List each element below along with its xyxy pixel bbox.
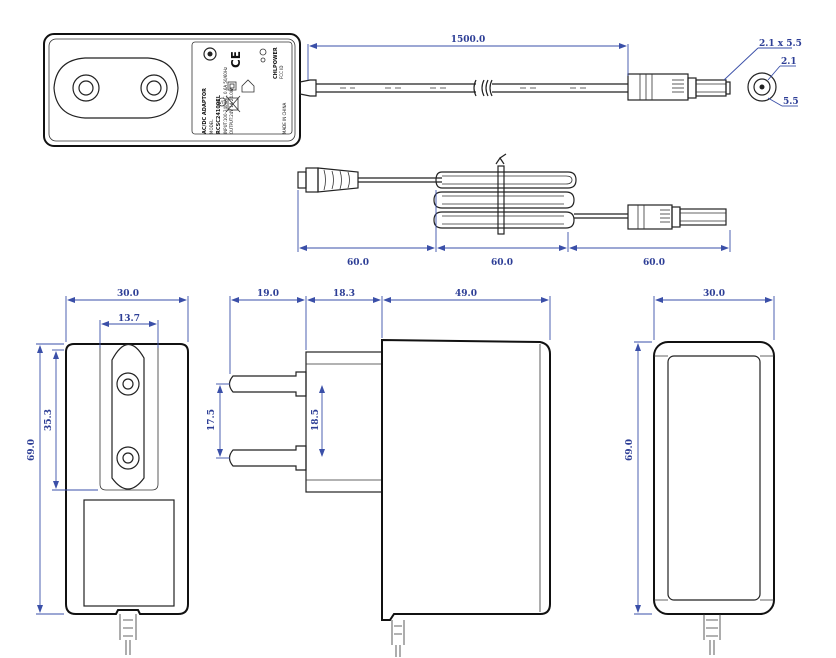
dim-plug-outer-text: 5.5 [783,97,799,107]
dim-side: 19.0 18.3 49.0 17.5 18.5 [207,289,551,459]
dim-pin-spacing-text: 13.7 [118,314,140,324]
dim-cable-length-text: 1500.0 [451,35,485,45]
label-title: AC/DC ADAPTOR [202,88,208,134]
label-model-label: MODEL [209,119,214,134]
dim-plug-size: 2.1 x 5.5 2.1 5.5 [723,39,802,107]
dim-plug-base-height-text: 35.3 [44,409,54,431]
dim-cable-right-text: 60.0 [643,258,665,268]
top-pin-right [140,74,168,102]
side-view [228,338,551,657]
top-dc-plug [627,73,731,101]
label-brand: CHLPOWER [273,47,279,79]
cable-plug-left [297,167,359,193]
top-adapter-view: AC/DC ADAPTOR MODEL RCSC24100EL INPUT:10… [43,33,317,147]
dim-front-width-text: 30.0 [117,289,139,299]
coiled-cable [358,153,628,235]
dim-back-height-text: 69.0 [625,439,635,461]
label-made-in: MADE IN CHINA [282,103,287,134]
label-model: RCSC24100EL [216,94,222,134]
dim-cable-mid-text: 60.0 [491,258,513,268]
dim-front: 30.0 13.7 69.0 35.3 [27,289,189,615]
back-view [653,341,775,655]
double-insulation-icon [227,81,237,91]
rating-label [191,41,293,135]
ce-mark-icon: CE [229,51,243,68]
dim-plug-depth-text: 18.3 [333,289,355,299]
dim-pin-length-text: 19.0 [257,289,279,299]
dim-pin-gap-outer-text: 17.5 [207,409,217,431]
dim-cable-segments: 60.0 60.0 60.0 [297,190,731,268]
dim-body-depth-text: 49.0 [455,289,477,299]
dim-back-width-text: 30.0 [703,289,725,299]
label-output: OUTPUT:24V 1A 24.0W [229,88,234,134]
top-cable [316,79,628,97]
label-fcc: FCC ID [279,66,284,79]
dim-front-height-text: 69.0 [27,439,37,461]
top-plug-outline [53,57,179,119]
indoor-use-icon [241,79,255,93]
plug-end-view [747,72,777,102]
cable-plug-right [627,204,727,230]
dim-pin-gap-inner-text: 18.5 [311,409,321,431]
recycle-bin-icon [225,95,241,113]
dim-back: 30.0 69.0 [625,289,775,615]
level-vi-icon [203,47,217,61]
front-view [65,343,189,655]
top-pin-left [72,74,100,102]
dim-cable-length: 1500.0 [307,35,629,80]
svg-text:VI: VI [219,100,223,105]
dim-plug-inner-text: 2.1 [781,57,797,67]
dim-plug-size-text: 2.1 x 5.5 [759,39,802,49]
dim-cable-left-text: 60.0 [347,258,369,268]
